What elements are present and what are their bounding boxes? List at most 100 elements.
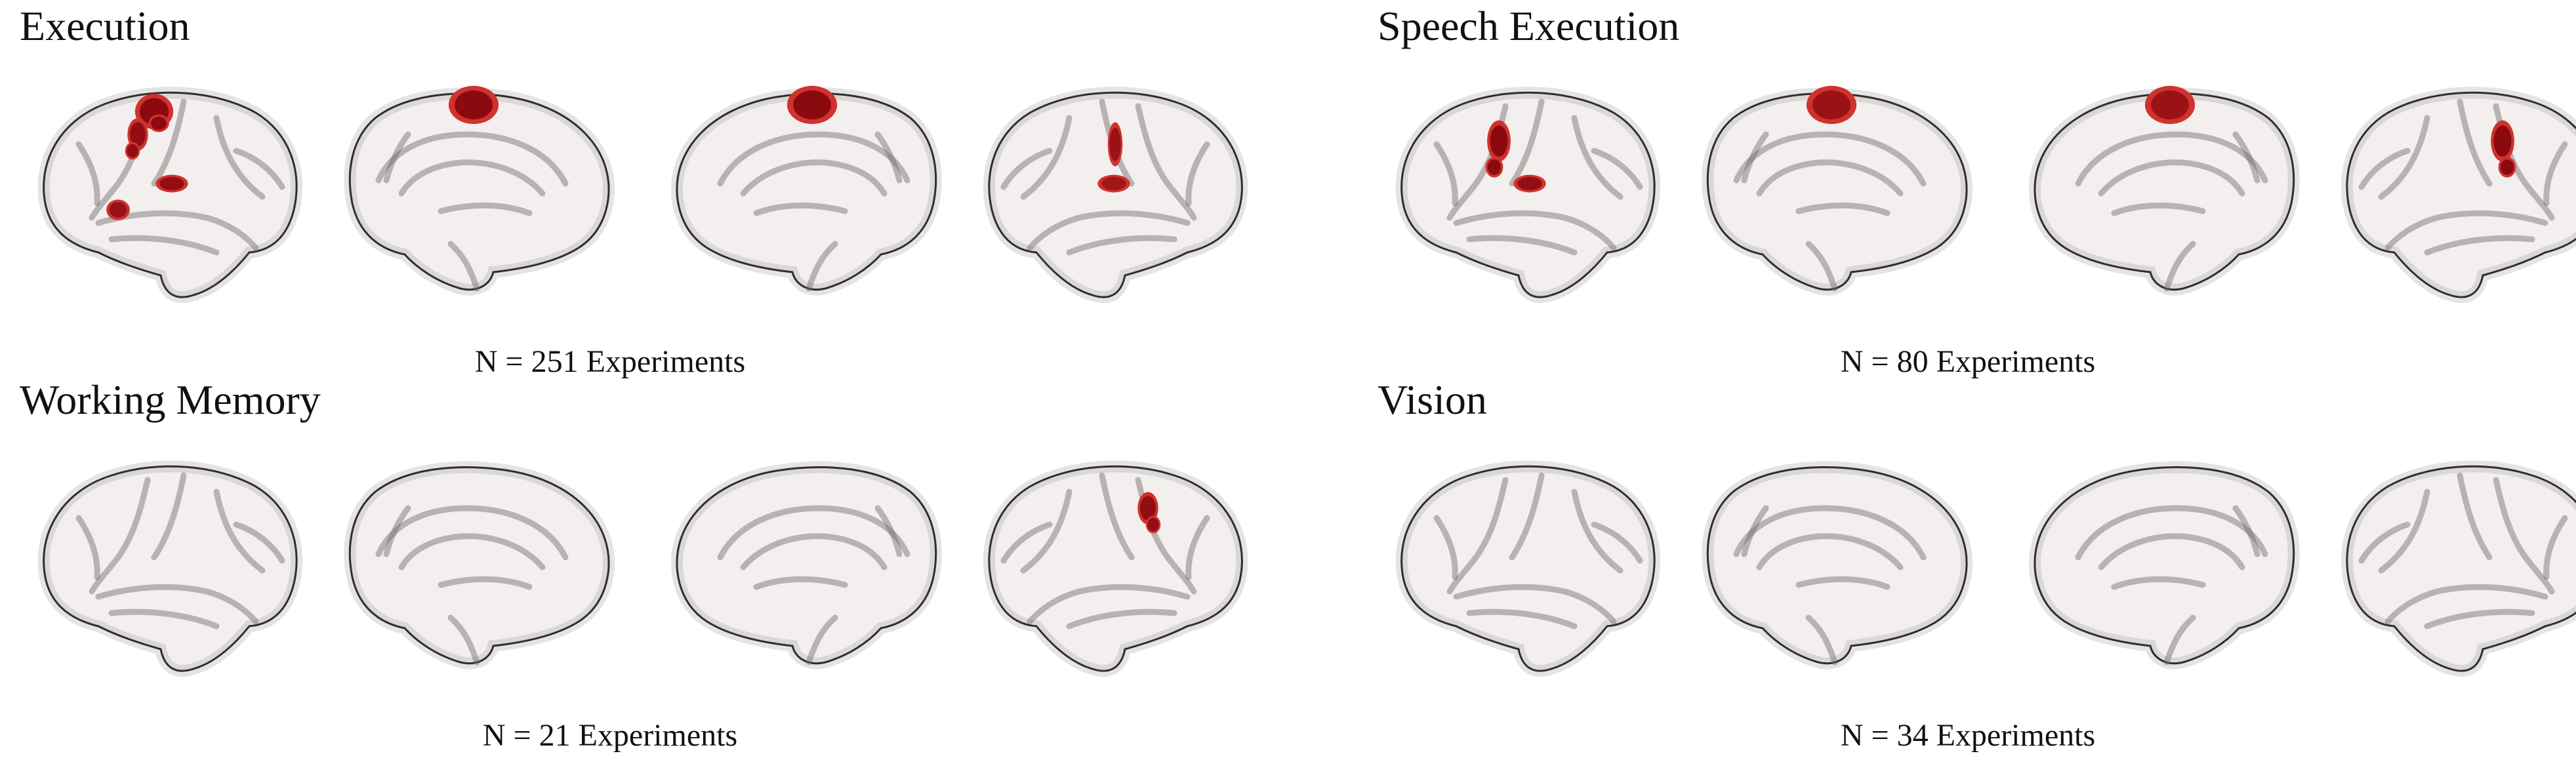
sulcus-line xyxy=(753,576,848,590)
sulcus-line xyxy=(2424,609,2535,629)
cortex-surface xyxy=(1706,92,1968,291)
brain-right-lateral xyxy=(977,72,1266,315)
sulcus-line xyxy=(717,131,910,187)
sulcus-line xyxy=(233,148,285,190)
brain-right-medial xyxy=(658,446,947,689)
sulcus-line xyxy=(2111,576,2206,590)
cortex-shading xyxy=(37,460,303,677)
cortex-shading xyxy=(1395,87,1661,304)
cortex-surface xyxy=(348,466,610,665)
sulcus-line xyxy=(2384,210,2548,251)
sulcus-line xyxy=(1733,131,1927,187)
brain-views xyxy=(1378,72,2576,315)
sulcus-line xyxy=(89,477,151,595)
brain-surface xyxy=(343,85,615,296)
sulcus-line xyxy=(1591,521,1643,564)
cortex-shading xyxy=(1701,87,1973,296)
cortex-shading xyxy=(37,87,303,304)
brain-left-lateral xyxy=(20,446,308,689)
sulcus-line xyxy=(1027,584,1191,625)
brain-surface xyxy=(983,87,1248,304)
brain-right-medial xyxy=(2016,446,2304,689)
sulcus-line xyxy=(1446,477,1509,595)
cortex-surface xyxy=(2346,465,2576,672)
cortex-surface xyxy=(676,466,937,665)
activation-cluster xyxy=(1490,125,1508,157)
sulcus-line xyxy=(447,614,480,666)
panel-title: Working Memory xyxy=(20,376,321,423)
sulcus-line xyxy=(740,533,888,570)
cortex-surface xyxy=(348,92,610,291)
sulcus-line xyxy=(1466,609,1578,629)
activation-cluster xyxy=(127,144,138,158)
sulcus-line xyxy=(1020,115,1073,200)
sulcus-line xyxy=(213,115,266,200)
sulcus-line xyxy=(447,241,480,292)
sulcus-line xyxy=(1066,609,1177,629)
sulcus-line xyxy=(2163,241,2196,292)
sulcus-line xyxy=(233,521,285,564)
activation-cluster xyxy=(1140,496,1156,521)
sulcus-line xyxy=(2358,148,2411,190)
cortex-surface xyxy=(43,91,298,298)
sulcus-line xyxy=(1756,533,1904,570)
cortex-shading xyxy=(671,87,942,296)
sulcus-line xyxy=(383,131,411,184)
brain-left-lateral xyxy=(20,72,308,315)
sulcus-line xyxy=(2378,489,2430,574)
brain-right-lateral xyxy=(2335,72,2576,315)
brain-left-medial xyxy=(1697,72,1986,315)
sulcus-line xyxy=(2232,131,2260,184)
sulcus-line xyxy=(151,98,187,187)
sulcus-line xyxy=(1509,472,1545,561)
sulcus-line xyxy=(2424,235,2535,256)
cortex-surface xyxy=(2034,92,2295,291)
brain-surface xyxy=(2029,85,2300,296)
sulcus-line xyxy=(398,533,546,570)
cortex-shading xyxy=(1701,461,1973,669)
panel-working-memory: Working Memory N = 21 Experiments xyxy=(20,374,1299,751)
sulcus-line xyxy=(75,141,100,207)
sulcus-line xyxy=(1433,141,1458,207)
panel-title: Speech Execution xyxy=(1378,3,1680,49)
sulcus-line xyxy=(2358,521,2411,564)
sulcus-line xyxy=(2493,477,2555,595)
activation-cluster xyxy=(1101,176,1126,191)
brain-surface xyxy=(2341,460,2576,677)
cortex-surface xyxy=(2034,466,2295,665)
sulcus-line xyxy=(1591,148,1643,190)
brain-left-medial xyxy=(339,72,628,315)
sulcus-line xyxy=(151,472,187,561)
sulcus-line xyxy=(1741,505,1769,557)
sulcus-line xyxy=(2075,131,2268,187)
brain-surface xyxy=(37,460,303,677)
sulcus-line xyxy=(874,505,903,557)
brain-views xyxy=(20,446,1266,689)
sulcus-line xyxy=(438,202,533,216)
sulcus-line xyxy=(398,159,546,197)
sulcus-line xyxy=(1453,210,1617,251)
sulcus-line xyxy=(717,505,910,561)
sulcus-line xyxy=(1135,103,1197,221)
activation-cluster xyxy=(1812,90,1850,120)
sulcus-line xyxy=(1027,210,1191,251)
sulcus-line xyxy=(2098,159,2245,197)
cortex-surface xyxy=(988,91,1243,298)
cortex-surface xyxy=(988,465,1243,672)
sulcus-line xyxy=(75,515,100,580)
experiment-count: N = 80 Experiments xyxy=(1840,344,2096,379)
experiment-count: N = 34 Experiments xyxy=(1840,718,2096,753)
sulcus-line xyxy=(2098,533,2245,570)
sulcus-line xyxy=(1020,489,1073,574)
brain-left-medial xyxy=(339,446,628,689)
activation-cluster xyxy=(793,90,832,120)
sulcus-line xyxy=(1571,115,1624,200)
brain-right-medial xyxy=(658,72,947,315)
brain-surface xyxy=(1701,461,1973,669)
activation-cluster xyxy=(1109,127,1121,161)
sulcus-line xyxy=(1185,141,1210,207)
activation-cluster xyxy=(109,202,127,218)
sulcus-line xyxy=(95,584,259,625)
brain-surface xyxy=(37,87,303,304)
cortex-shading xyxy=(343,87,615,296)
